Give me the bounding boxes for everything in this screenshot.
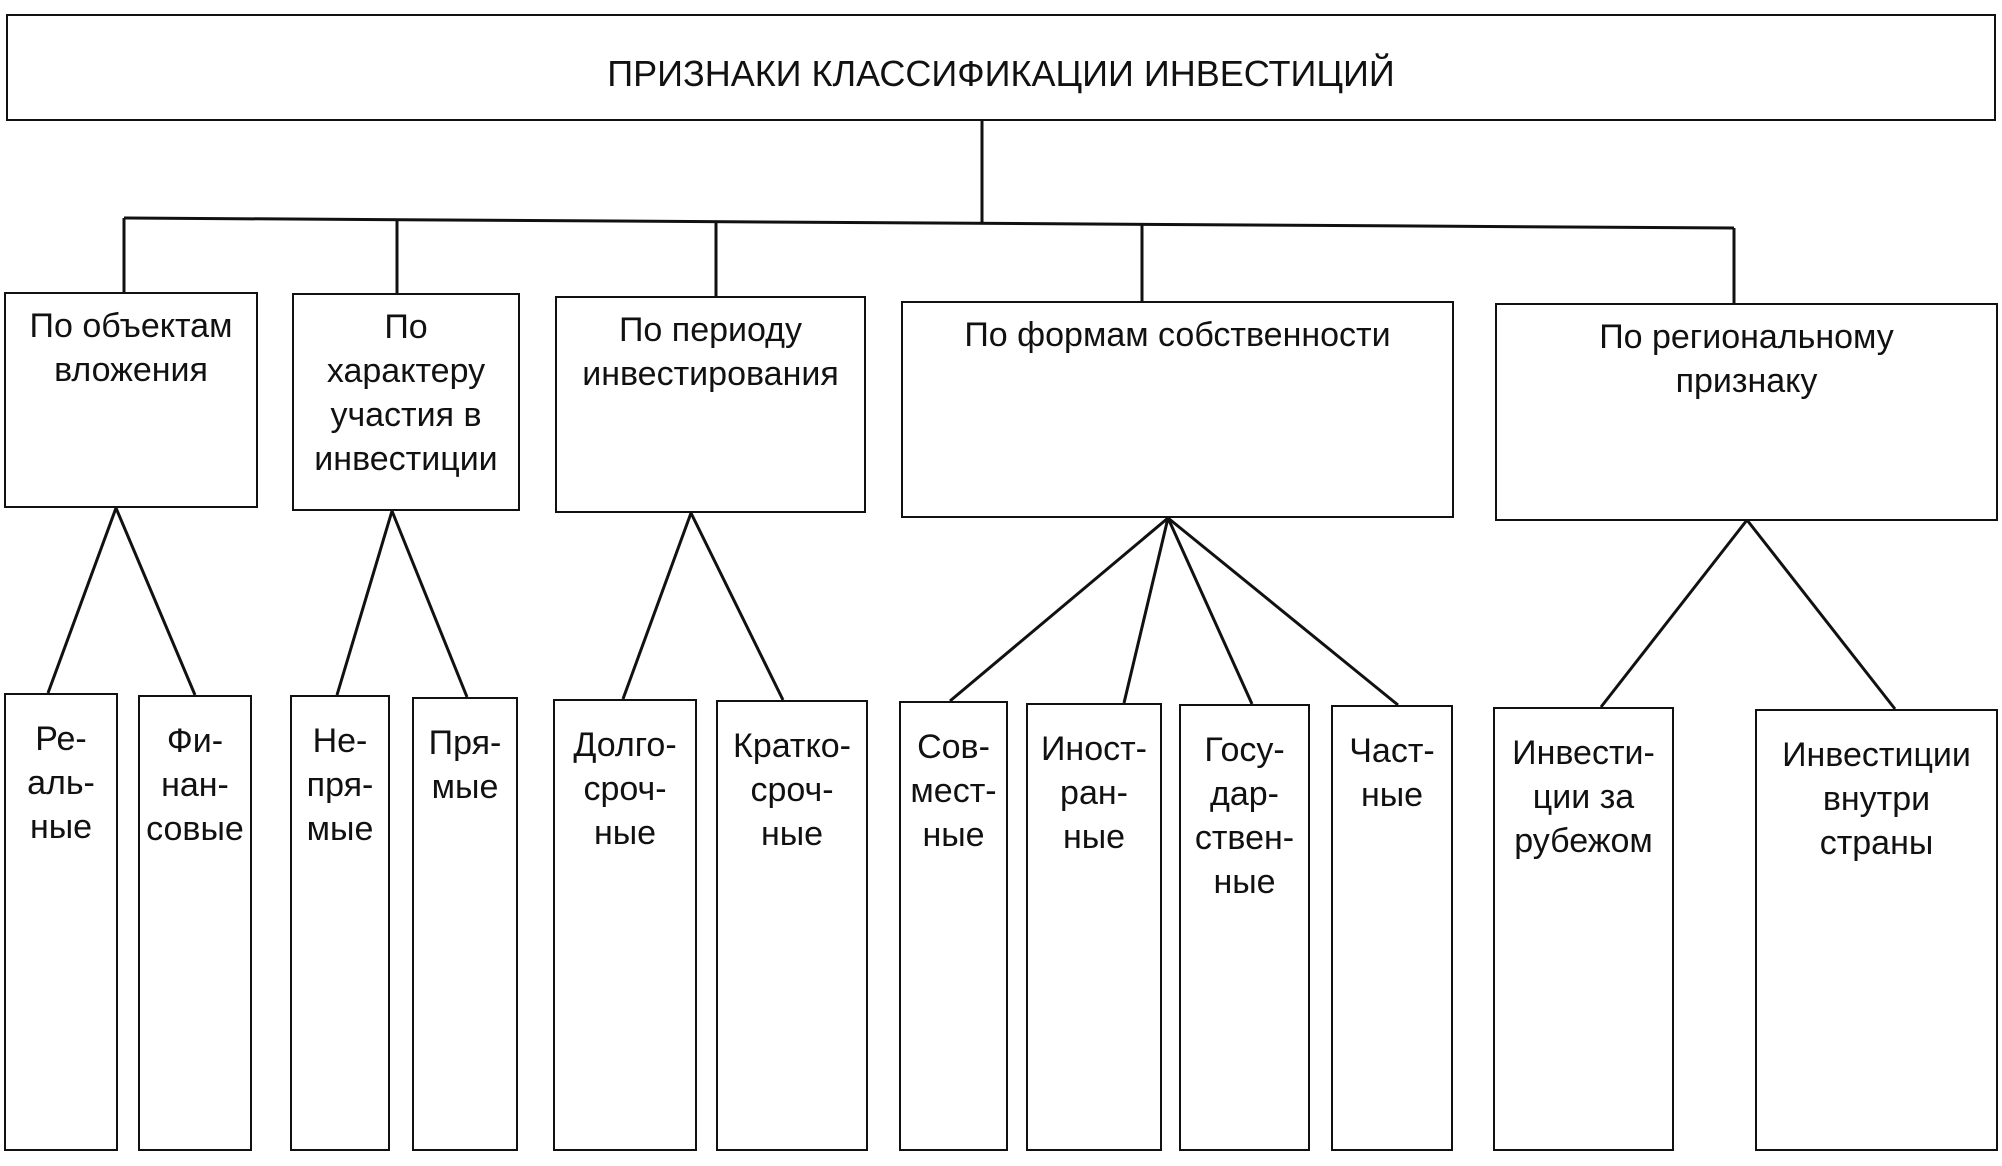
connector-fan xyxy=(1122,517,1170,704)
category-box-period: По периоду инвестирования xyxy=(555,296,866,513)
leaf-box-foreign: Иност- ран- ные xyxy=(1026,703,1162,1151)
leaf-label: Фи- нан- совые xyxy=(146,722,244,848)
connector-fan xyxy=(1166,517,1254,705)
leaf-label: Сов- мест- ные xyxy=(910,728,997,854)
connector-fan xyxy=(335,510,394,696)
category-box-regional: По региональному признаку xyxy=(1495,303,1998,521)
leaf-box-indirect: Не- пря- мые xyxy=(290,695,390,1151)
leaf-box-real: Ре- аль- ные xyxy=(4,693,118,1151)
leaf-box-long-term: Долго- сроч- ные xyxy=(553,699,697,1151)
category-label: По формам собственности xyxy=(964,316,1391,354)
category-label: По объектам вложения xyxy=(29,307,233,389)
connector-fan xyxy=(114,507,197,696)
leaf-box-domestic: Инвестиции внутри страны xyxy=(1755,709,1998,1151)
leaf-label: Част- ные xyxy=(1349,732,1435,814)
category-box-objects: По объектам вложения xyxy=(4,292,258,508)
leaf-label: Ре- аль- ные xyxy=(27,720,95,846)
connector-fan xyxy=(949,516,1169,703)
leaf-label: Пря- мые xyxy=(428,724,502,806)
category-box-ownership: По формам собственности xyxy=(901,301,1454,518)
connector-fan xyxy=(1745,519,1897,710)
category-box-participation: По характеру участия в инвестиции xyxy=(292,293,520,511)
leaf-box-financial: Фи- нан- совые xyxy=(138,695,252,1151)
connector-fan xyxy=(390,510,469,698)
leaf-box-state: Госу- дар- ствен- ные xyxy=(1179,704,1310,1151)
category-label: По характеру участия в инвестиции xyxy=(314,308,498,478)
leaf-label: Инвести- ции за рубежом xyxy=(1512,734,1655,860)
leaf-box-abroad: Инвести- ции за рубежом xyxy=(1493,707,1674,1151)
leaf-box-direct: Пря- мые xyxy=(412,697,518,1151)
title-box: ПРИЗНАКИ КЛАССИФИКАЦИИ ИНВЕСТИЦИЙ xyxy=(6,14,1996,121)
leaf-label: Не- пря- мые xyxy=(306,722,374,848)
leaf-label: Иност- ран- ные xyxy=(1040,730,1148,856)
leaf-box-private: Част- ные xyxy=(1331,705,1453,1151)
category-label: По региональному признаку xyxy=(1599,318,1894,400)
category-label: По периоду инвестирования xyxy=(582,311,839,393)
leaf-box-joint: Сов- мест- ные xyxy=(899,701,1008,1151)
diagram-title: ПРИЗНАКИ КЛАССИФИКАЦИИ ИНВЕСТИЦИЙ xyxy=(607,53,1395,94)
leaf-label: Инвестиции внутри страны xyxy=(1782,736,1971,862)
connector-fan xyxy=(689,512,785,701)
leaf-label: Госу- дар- ствен- ные xyxy=(1194,731,1295,901)
leaf-box-short-term: Кратко- сроч- ные xyxy=(716,700,868,1151)
connector-fan xyxy=(1599,519,1749,708)
connector-fan xyxy=(1167,516,1399,707)
leaf-label: Долго- сроч- ные xyxy=(573,726,677,852)
connector-fan xyxy=(621,512,693,700)
connector-bus xyxy=(123,216,1735,230)
connector-fan xyxy=(46,507,118,694)
leaf-label: Кратко- сроч- ные xyxy=(733,727,851,853)
